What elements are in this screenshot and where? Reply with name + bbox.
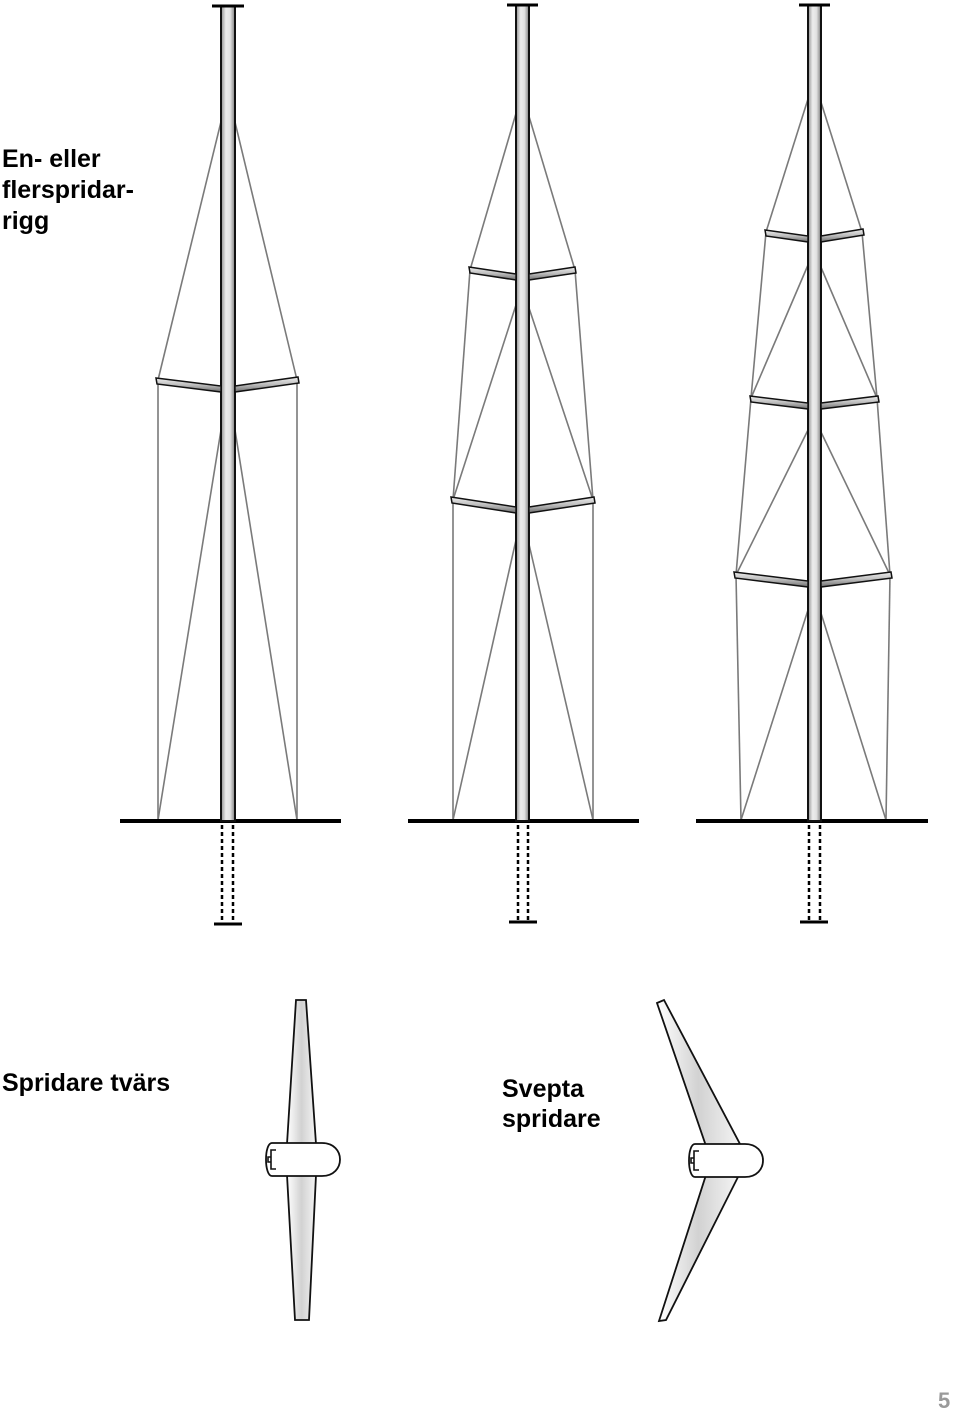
spreader-arm-lower <box>286 1174 317 1321</box>
spreader-root-fitting <box>265 1142 341 1177</box>
spreader-swept-label: Svepta spridare <box>502 1074 601 1134</box>
spreader-transverse-label: Spridare tvärs <box>2 1069 171 1097</box>
swept-spreader <box>655 998 764 1323</box>
spreader-root-fitting <box>688 1143 764 1178</box>
transverse-spreader <box>265 999 341 1321</box>
page-number: 5 <box>938 1388 951 1413</box>
mast-heel-below-deck <box>509 825 537 924</box>
lower-spreader <box>450 496 596 514</box>
heading-line-1: En- eller <box>2 145 101 173</box>
spreader-swept-label-line-2: spridare <box>502 1105 601 1133</box>
upper-spreader <box>764 228 865 243</box>
heading: En- eller flerspridar- rigg <box>2 144 134 237</box>
mast <box>515 4 530 822</box>
spreader-arm-lower <box>657 1174 740 1323</box>
stays <box>452 92 594 821</box>
stays <box>735 79 891 821</box>
upper-spreader <box>468 266 577 281</box>
heading-line-3: rigg <box>2 207 50 235</box>
mast-track-slot <box>267 1149 276 1170</box>
mast <box>220 5 236 822</box>
heading-line-2: flerspridar- <box>2 176 134 204</box>
mast-heel-below-deck <box>214 825 242 926</box>
stays <box>157 92 298 821</box>
mast <box>807 4 822 822</box>
mast-track-slot <box>690 1150 699 1171</box>
spreader <box>155 376 300 393</box>
lower-spreader <box>733 571 893 588</box>
triple-spreader-rig <box>696 3 928 924</box>
middle-spreader <box>749 395 880 410</box>
spreader-arm-upper <box>655 998 742 1147</box>
spreader-arm-upper <box>286 999 317 1145</box>
spreader-swept-label-line-1: Svepta <box>502 1075 584 1103</box>
mast-heel-below-deck <box>800 825 828 924</box>
single-spreader-rig <box>120 4 341 926</box>
double-spreader-rig <box>408 3 639 924</box>
